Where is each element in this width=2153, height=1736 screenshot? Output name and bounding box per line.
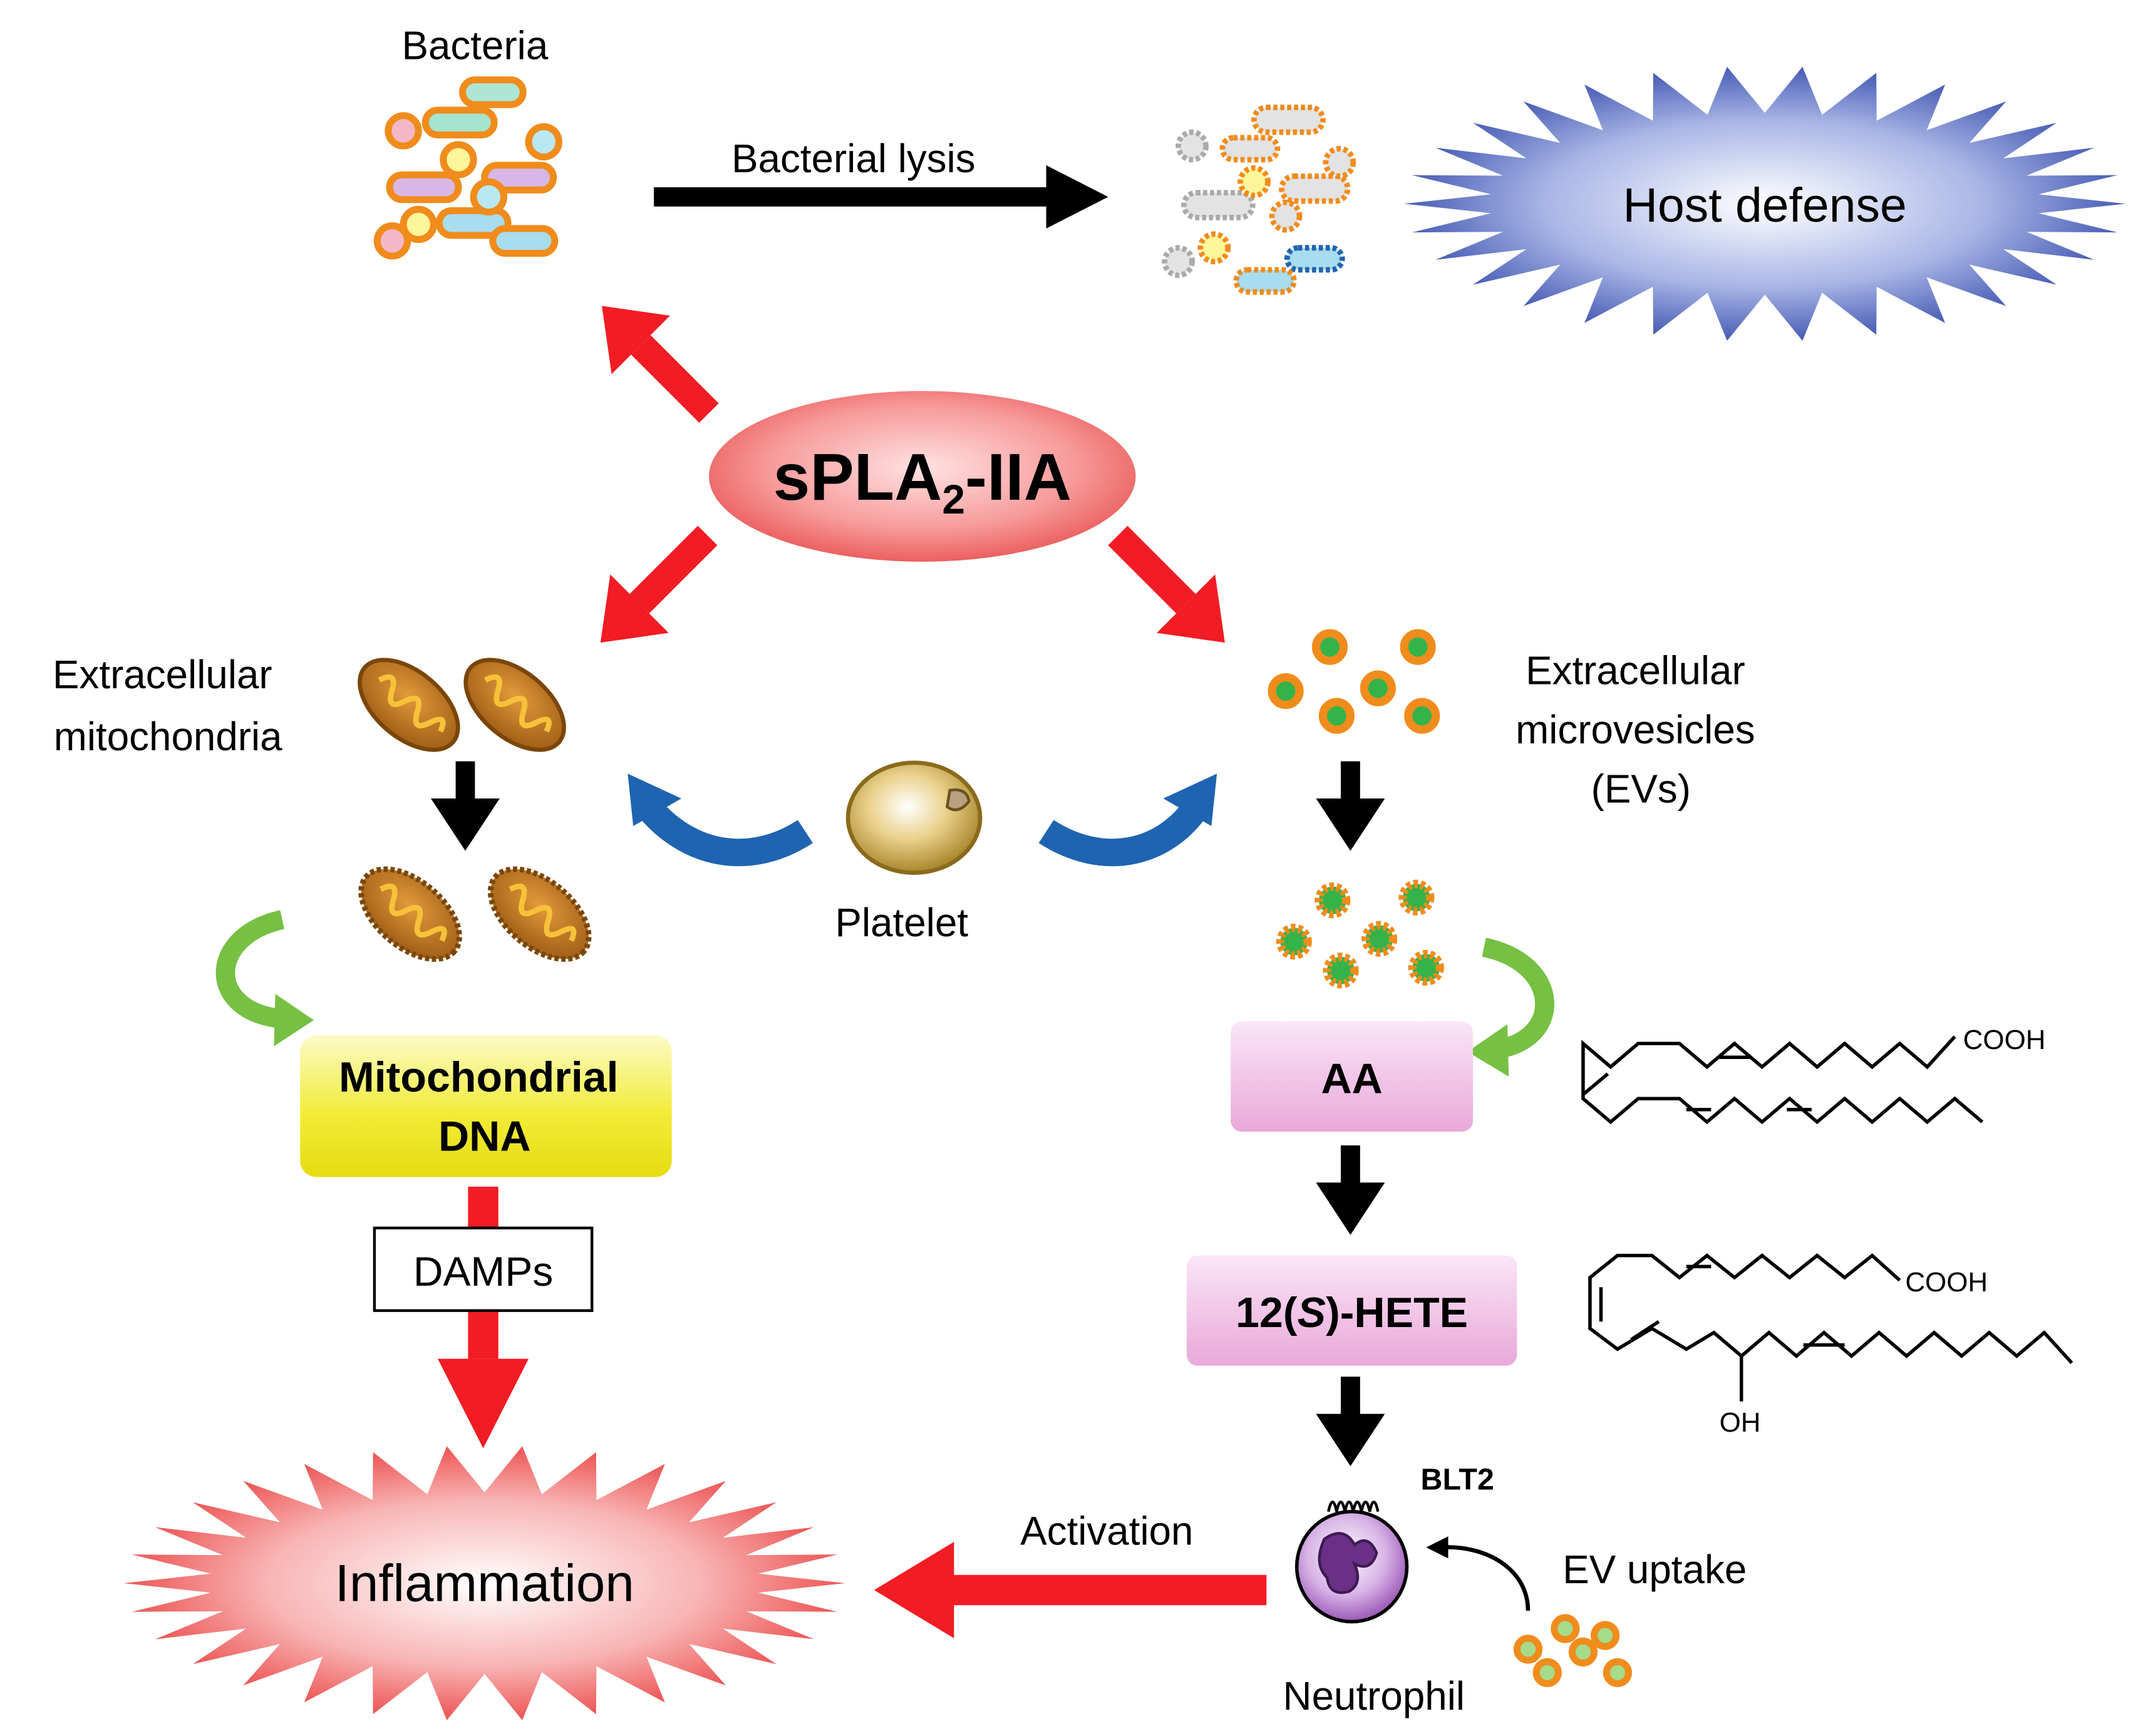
- platelet-label: Platelet: [835, 900, 969, 945]
- red-arrow-to-microvesicles: [1108, 525, 1225, 643]
- aa-cooh-label: COOH: [1963, 1025, 2046, 1055]
- hete-cooh-label: COOH: [1905, 1267, 1988, 1298]
- blue-curved-arrow-left: [627, 773, 813, 867]
- extracellular-microvesicles-label: Extracellular microvesicles (EVs): [1515, 648, 1766, 812]
- microvesicles-cluster-icon: [1268, 629, 1440, 734]
- black-arrow-down-mitochondria: [431, 761, 500, 851]
- ev-uptake-label: EV uptake: [1562, 1547, 1747, 1592]
- damaged-mitochondrion-icon: [487, 866, 592, 962]
- damaged-mitochondrion-icon: [358, 866, 462, 962]
- spla2-iia-ellipse: [709, 391, 1136, 562]
- ev-uptake-vesicles-icon: [1513, 1614, 1632, 1687]
- blue-curved-arrow-right: [1038, 773, 1217, 867]
- black-arrow-down-evs: [1316, 761, 1385, 851]
- hete-box: [1186, 1255, 1517, 1366]
- black-arrow-down-aa: [1316, 1145, 1385, 1235]
- bacteria-label: Bacteria: [401, 23, 548, 68]
- mitochondrion-icon: [463, 658, 566, 752]
- neutrophil-label: Neutrophil: [1283, 1673, 1465, 1718]
- hete-structure: [1588, 1253, 2073, 1402]
- activated-microvesicles-cluster-icon: [1276, 879, 1444, 989]
- black-arrow-down-hete: [1316, 1377, 1385, 1467]
- blt2-label: BLT2: [1421, 1462, 1494, 1496]
- arachidonic-acid-structure: [1581, 1035, 1984, 1125]
- bacterial-lysis-label: Bacterial lysis: [731, 136, 976, 181]
- bacteria-cluster-icon: [373, 76, 562, 260]
- green-curved-arrow-left: [215, 910, 314, 1046]
- platelet-icon: [845, 760, 983, 875]
- inflammation-starburst-icon: [123, 1446, 845, 1720]
- red-arrow-to-mitochondria: [600, 525, 718, 643]
- mitochondrion-icon: [358, 658, 460, 752]
- extracellular-mitochondria-label: Extracellular mitochondria: [53, 652, 283, 759]
- host-defense-label: Host defense: [1623, 178, 1906, 232]
- activation-arrow: [874, 1542, 1267, 1638]
- aa-label: AA: [1321, 1055, 1382, 1102]
- red-arrow-to-bacteria: [602, 306, 719, 423]
- ev-uptake-arrow: [1426, 1536, 1531, 1611]
- inflammation-label: Inflammation: [335, 1554, 634, 1613]
- blt2-receptor-icon: [1327, 1501, 1380, 1512]
- aa-box: [1231, 1021, 1474, 1132]
- spla2-iia-label: sPLA2-IIA: [773, 440, 1071, 522]
- hete-oh-label: OH: [1720, 1407, 1761, 1438]
- mitochondrial-dna-box: [300, 1035, 672, 1177]
- hete-label: 12(S)-HETE: [1236, 1289, 1468, 1336]
- lysed-bacteria-icon: [1162, 105, 1356, 295]
- red-arrow-damps: [438, 1186, 529, 1449]
- bacterial-lysis-arrow: [654, 165, 1108, 229]
- damps-label: DAMPs: [413, 1248, 553, 1294]
- damps-box: [373, 1226, 594, 1312]
- activation-label: Activation: [1020, 1508, 1193, 1553]
- green-curved-arrow-right: [1467, 938, 1554, 1077]
- host-defense-starburst-icon: [1404, 66, 2126, 341]
- mitochondrial-dna-label: Mitochondrial DNA: [339, 1053, 631, 1160]
